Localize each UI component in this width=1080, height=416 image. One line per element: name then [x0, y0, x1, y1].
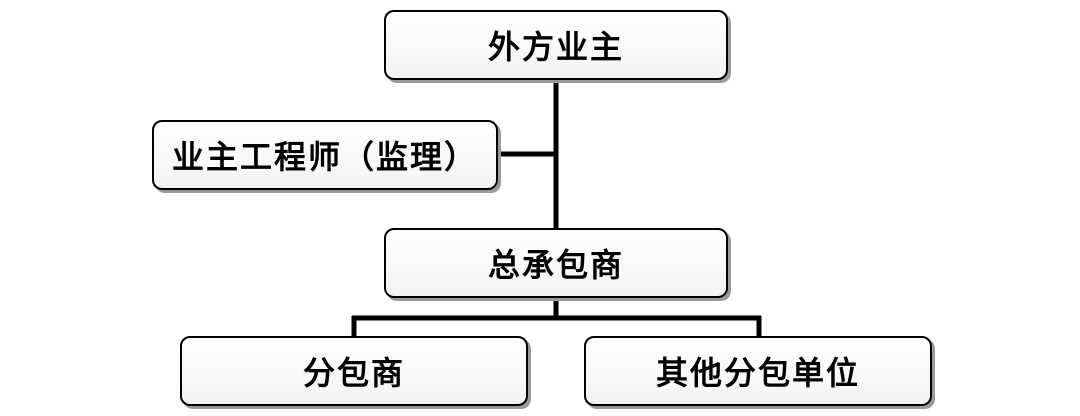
other-subcontractors-label: 其他分包单位 [655, 354, 860, 392]
foreign-owner-box: 外方业主 [384, 10, 728, 80]
subcontractor-label: 分包商 [302, 354, 405, 392]
owner-engineer-box: 业主工程师（监理） [152, 120, 498, 190]
foreign-owner-label: 外方业主 [487, 28, 624, 66]
general-contractor-label: 总承包商 [487, 246, 624, 284]
other-subcontractors-box: 其他分包单位 [584, 336, 932, 406]
subcontractor-box: 分包商 [180, 336, 528, 406]
owner-engineer-label: 业主工程师（监理） [171, 138, 478, 176]
general-contractor-box: 总承包商 [384, 228, 728, 298]
